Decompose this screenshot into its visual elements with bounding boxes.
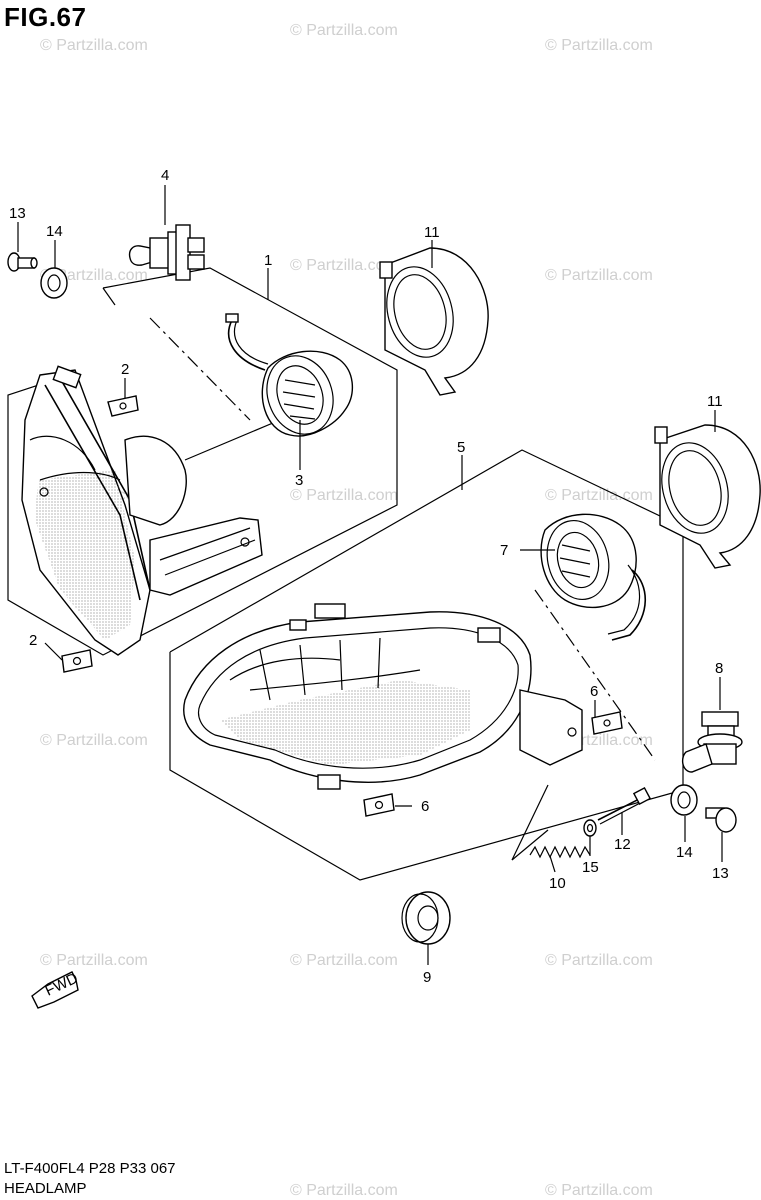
grommet-14b: [670, 784, 698, 816]
bulb-part-4: [128, 224, 205, 281]
figure-title: FIG.67: [4, 2, 87, 32]
section-name-label: HEADLAMP: [4, 1180, 87, 1197]
callout-12: 12: [614, 836, 631, 853]
callout-13: 13: [9, 205, 26, 222]
watermark-text: © Partzilla.com: [290, 952, 398, 969]
callout-6: 6: [421, 798, 429, 815]
callout-11: 11: [707, 393, 723, 410]
callout-11: 11: [424, 224, 440, 241]
callout-2: 2: [121, 361, 129, 378]
watermark-text: © Partzilla.com: [545, 487, 653, 504]
callout-10: 10: [549, 875, 566, 892]
watermark-text: © Partzilla.com: [545, 37, 653, 54]
watermark-text: © Partzilla.com: [40, 732, 148, 749]
adjust-screw-12: [597, 786, 652, 825]
grommet-14a: [40, 267, 68, 299]
clip-nut-6a: [591, 711, 623, 735]
clip-nut-6b: [363, 793, 395, 817]
callout-7: 7: [500, 542, 508, 559]
retainer-ring-11a: [379, 247, 489, 396]
bulb-part-8: [681, 711, 743, 773]
watermark-text: © Partzilla.com: [545, 267, 653, 284]
clip-nut-2b: [61, 649, 93, 673]
callout-2: 2: [29, 632, 37, 649]
callout-5: 5: [457, 439, 465, 456]
left-headlamp-assembly: [7, 267, 398, 656]
callout-4: 4: [161, 167, 169, 184]
callout-3: 3: [295, 472, 303, 489]
bolt-13a: [7, 252, 38, 272]
callout-labels: 1 2 2 3 4 5 6 6 7 8 9 10 11 11 12 13 13 …: [9, 167, 729, 986]
bolt-13b: [705, 807, 737, 833]
watermark-text: © Partzilla.com: [545, 952, 653, 969]
callout-14: 14: [46, 223, 63, 240]
watermark-text: © Partzilla.com: [290, 487, 398, 504]
retainer-ring-11b: [654, 424, 761, 569]
watermark-text: © Partzilla.com: [545, 1182, 653, 1199]
washer-15: [583, 819, 597, 837]
callout-8: 8: [715, 660, 723, 677]
callout-1: 1: [264, 252, 272, 269]
model-code-label: LT-F400FL4 P28 P33 067: [4, 1160, 176, 1177]
watermark-text: © Partzilla.com: [40, 952, 148, 969]
watermark-text: © Partzilla.com: [290, 257, 398, 274]
leader-lines: [17, 185, 723, 965]
spring-10: [529, 845, 591, 859]
watermark-text: © Partzilla.com: [290, 1182, 398, 1199]
watermark-text: © Partzilla.com: [40, 37, 148, 54]
grommet-9: [401, 891, 451, 945]
callout-13: 13: [712, 865, 729, 882]
callout-15: 15: [582, 859, 599, 876]
callout-14: 14: [676, 844, 693, 861]
watermark-text: © Partzilla.com: [290, 22, 398, 39]
callout-6: 6: [590, 683, 598, 700]
clip-nut-2a: [107, 395, 139, 417]
fwd-direction-marker: FWD: [31, 970, 81, 1009]
right-headlamp-assembly: [169, 449, 684, 881]
callout-9: 9: [423, 969, 431, 986]
